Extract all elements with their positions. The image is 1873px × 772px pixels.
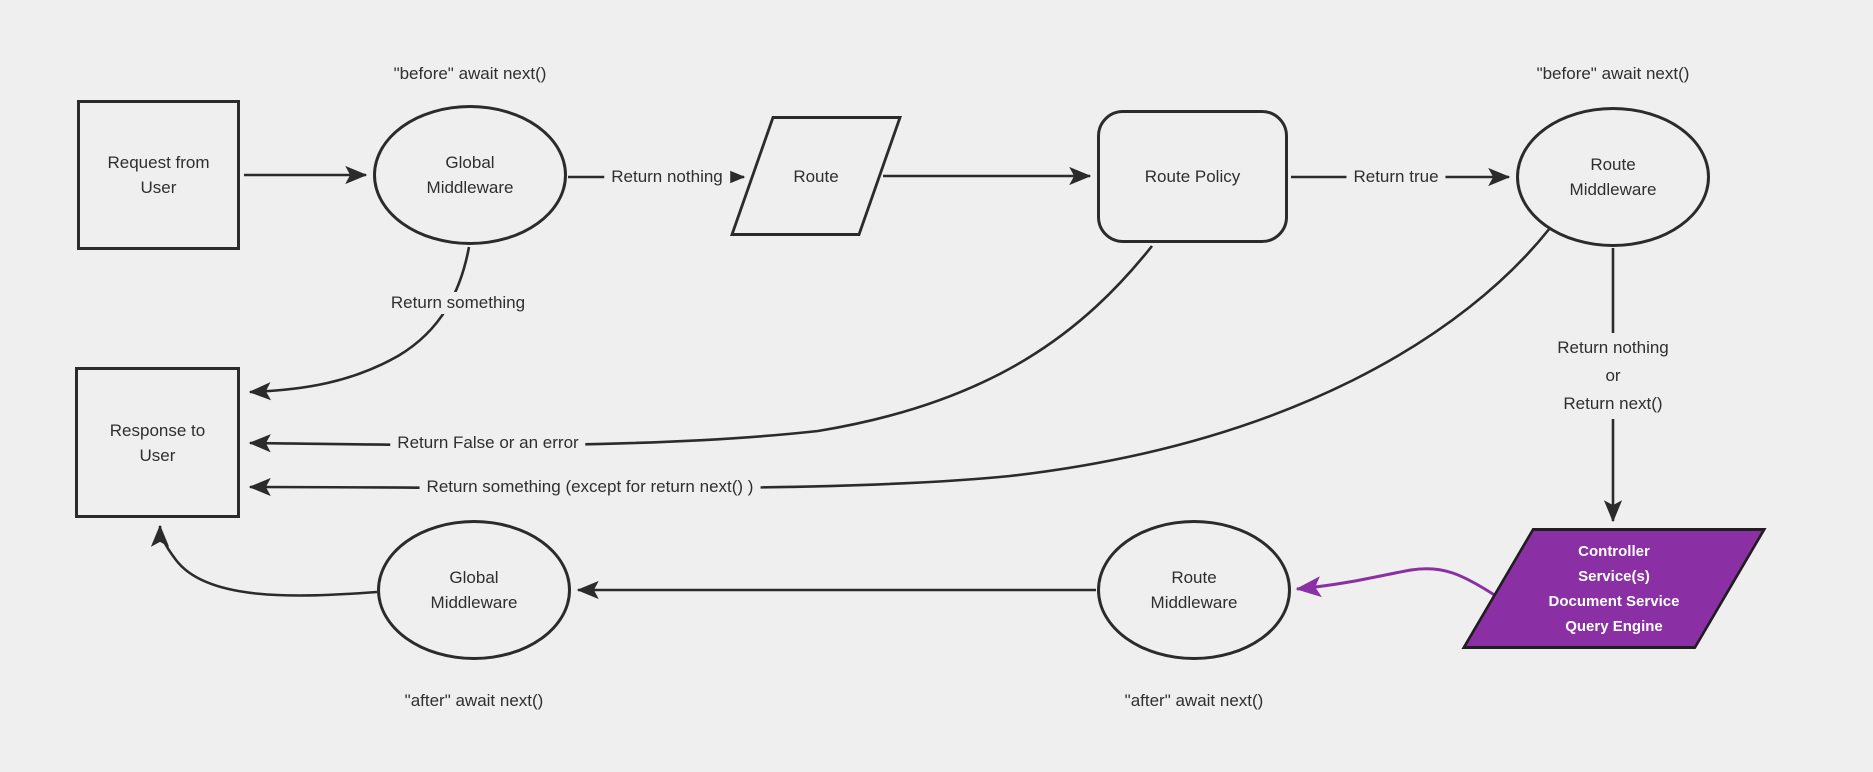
route-middleware-top-label: Route Middleware [1569, 155, 1657, 199]
before-await-next-top-left-label: "before" await next() [393, 64, 547, 83]
global-middleware-top-node: Global Middleware [373, 105, 567, 245]
before-await-next-top-right-label: "before" await next() [1536, 64, 1690, 83]
route-policy-node: Route Policy [1097, 110, 1288, 243]
global-middleware-bottom-label: Global Middleware [430, 568, 518, 612]
return-true-label: Return true [1346, 166, 1446, 188]
edge-controller-to-route-middleware-bottom [1295, 567, 1497, 598]
return-something-label: Return something [383, 292, 533, 314]
edge-global-middleware-bottom-to-response [150, 524, 378, 597]
return-false-or-error-label: Return False or an error [390, 432, 586, 454]
after-await-next-bottom-middle-label: "after" await next() [1124, 691, 1264, 710]
global-middleware-bottom-node: Global Middleware [377, 520, 571, 660]
response-to-user-node: Response to User [75, 367, 240, 518]
return-nothing-top-label: Return nothing [604, 166, 730, 188]
response-to-user-label: Response to User [109, 420, 206, 465]
controller-label: Controller Service(s) Document Service Q… [1548, 542, 1680, 635]
return-nothing-or-next-label: Return nothing or Return next() [1550, 333, 1676, 419]
route-middleware-bottom-label: Route Middleware [1150, 568, 1238, 612]
return-something-except-label: Return something (except for return next… [419, 476, 761, 498]
edge-global-middleware-return-something-to-response [248, 246, 471, 401]
request-from-user-node: Request from User [77, 100, 240, 250]
route-middleware-top-node: Route Middleware [1516, 107, 1710, 247]
global-middleware-top-label: Global Middleware [426, 153, 514, 197]
route-middleware-bottom-node: Route Middleware [1097, 520, 1291, 660]
route-label: Route [793, 166, 839, 186]
request-from-user-label: Request from User [107, 153, 210, 197]
after-await-next-bottom-left-label: "after" await next() [404, 691, 544, 710]
route-policy-label: Route Policy [1144, 167, 1241, 186]
edge-route-policy-return-false-to-response [248, 245, 1154, 453]
